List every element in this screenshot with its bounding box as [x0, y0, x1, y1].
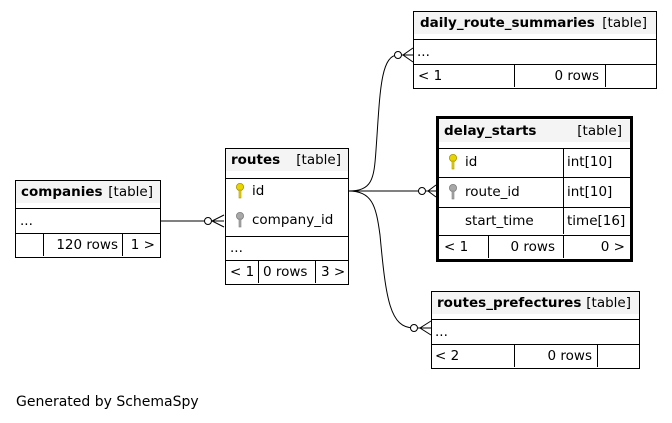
- table-kind: [table]: [296, 152, 341, 168]
- table-name: routes: [231, 152, 281, 168]
- more-columns: ...: [20, 213, 33, 229]
- table-header[interactable]: delay_starts [table]: [439, 120, 630, 142]
- more-columns: ...: [435, 324, 448, 340]
- column-name: id: [252, 183, 265, 199]
- table-name: daily_route_summaries: [420, 15, 595, 31]
- more-columns: ...: [417, 44, 430, 60]
- table-routes-prefectures[interactable]: routes_prefectures [table] ... < 2 0 row…: [431, 291, 640, 369]
- table-routes[interactable]: routes [table] id company_id ... < 1 0: [225, 148, 349, 285]
- table-header[interactable]: daily_route_summaries [table]: [414, 12, 656, 34]
- column-row[interactable]: id: [226, 180, 348, 202]
- column-type: time[16]: [567, 213, 626, 229]
- children-count[interactable]: 0 >: [600, 239, 625, 255]
- table-name: delay_starts: [444, 123, 537, 139]
- column-name: route_id: [465, 184, 520, 200]
- parents-count[interactable]: < 1: [230, 264, 255, 280]
- table-header[interactable]: routes [table]: [226, 149, 348, 171]
- column-name: id: [465, 154, 478, 170]
- column-row[interactable]: start_time time[16]: [439, 210, 630, 232]
- column-row[interactable]: route_id int[10]: [439, 181, 630, 203]
- table-header[interactable]: companies [table]: [16, 181, 160, 203]
- row-count: 0 rows: [547, 348, 592, 364]
- table-kind: [table]: [577, 123, 622, 139]
- parents-count[interactable]: < 1: [444, 239, 469, 255]
- children-count[interactable]: 3 >: [321, 264, 346, 280]
- table-kind: [table]: [108, 184, 153, 200]
- table-daily-route-summaries[interactable]: daily_route_summaries [table] ... < 1 0 …: [413, 11, 657, 89]
- children-count[interactable]: 1 >: [130, 237, 155, 253]
- footer-credit: Generated by SchemaSpy: [16, 394, 199, 410]
- table-companies[interactable]: companies [table] ... 120 rows 1 >: [15, 180, 161, 258]
- primary-key-icon: [449, 154, 457, 170]
- row-count: 0 rows: [510, 239, 555, 255]
- table-kind: [table]: [586, 295, 631, 311]
- column-row[interactable]: company_id: [226, 209, 348, 231]
- table-header[interactable]: routes_prefectures [table]: [432, 292, 639, 314]
- edge-routes-daily: [347, 54, 399, 192]
- foreign-key-icon: [449, 184, 457, 200]
- parents-count[interactable]: < 1: [418, 68, 443, 84]
- column-name: company_id: [252, 212, 334, 228]
- column-row[interactable]: id int[10]: [439, 151, 630, 173]
- parents-count[interactable]: < 2: [435, 348, 460, 364]
- foreign-key-icon: [236, 212, 244, 228]
- row-count: 0 rows: [554, 68, 599, 84]
- column-type: int[10]: [567, 184, 613, 200]
- primary-key-icon: [236, 183, 244, 199]
- table-kind: [table]: [602, 15, 647, 31]
- column-name: start_time: [465, 213, 534, 229]
- table-name: routes_prefectures: [437, 295, 582, 311]
- column-type: int[10]: [567, 154, 613, 170]
- edge-routes-prefectures: [347, 190, 415, 329]
- table-delay-starts[interactable]: delay_starts [table] id int[10] route_id…: [436, 116, 633, 262]
- table-name: companies: [21, 184, 103, 200]
- row-count: 120 rows: [56, 237, 118, 253]
- more-columns: ...: [230, 240, 243, 256]
- row-count: 0 rows: [263, 264, 308, 280]
